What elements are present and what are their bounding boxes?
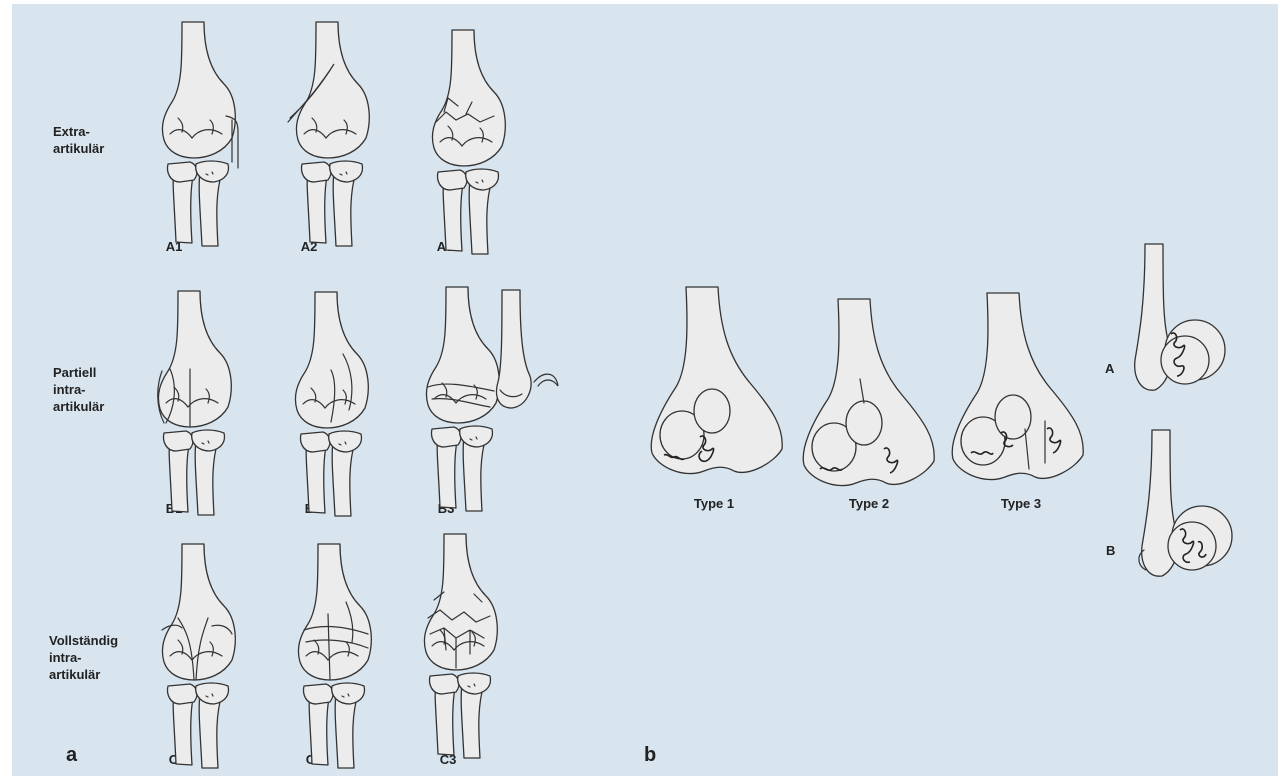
ulna-bone bbox=[332, 442, 355, 516]
capitellum-fragment bbox=[534, 374, 558, 386]
humerus bbox=[298, 544, 371, 680]
panel-letter-b: b bbox=[644, 747, 656, 764]
radius-bone bbox=[307, 172, 328, 243]
radius-bone bbox=[443, 180, 464, 251]
row-label-line: Extra- bbox=[53, 123, 104, 140]
elbow-illustration-b2 bbox=[285, 292, 385, 522]
distal-humerus-type-2 bbox=[800, 299, 940, 499]
radial-head bbox=[302, 162, 331, 182]
humerus bbox=[426, 287, 499, 423]
row-label-partial-intra-articular: Partiell intra- artikulär bbox=[53, 364, 104, 415]
ulna-bone bbox=[463, 437, 486, 511]
row-label-complete-intra-articular: Vollständig intra- artikulär bbox=[49, 632, 118, 683]
lateral-view-label-a: A bbox=[1105, 360, 1114, 377]
lateral-illustration-b3 bbox=[490, 290, 570, 420]
ulna-bone bbox=[469, 180, 492, 254]
humerus bbox=[424, 534, 497, 670]
type-label-3: Type 3 bbox=[986, 495, 1056, 512]
radial-head bbox=[301, 432, 330, 452]
radial-head bbox=[168, 162, 197, 182]
radius-bone bbox=[309, 694, 330, 765]
row-label-extra-articular: Extra- artikulär bbox=[53, 123, 104, 157]
radius-bone bbox=[306, 442, 327, 513]
radial-head bbox=[430, 674, 459, 694]
elbow-illustration-c3 bbox=[414, 534, 514, 764]
distal-humerus-type-3 bbox=[949, 293, 1089, 493]
humerus bbox=[158, 291, 231, 427]
radius-bone bbox=[435, 684, 456, 755]
row-label-line: Partiell bbox=[53, 364, 104, 381]
lateral-view-label-b: B bbox=[1106, 542, 1115, 559]
distal-humerus-type-1 bbox=[648, 287, 788, 487]
humerus bbox=[162, 22, 235, 158]
elbow-illustration-c2 bbox=[288, 544, 388, 774]
ulna-bone bbox=[461, 684, 484, 758]
radius-bone bbox=[173, 694, 194, 765]
trochlea-fragment bbox=[1161, 336, 1209, 384]
radial-head bbox=[432, 427, 461, 447]
ulna-bone bbox=[335, 694, 358, 768]
radial-head bbox=[438, 170, 467, 190]
ulna-bone bbox=[199, 694, 222, 768]
row-label-line: intra- bbox=[53, 381, 104, 398]
panel-letter-a: a bbox=[66, 747, 77, 764]
ulna-bone bbox=[333, 172, 356, 246]
lateral-view-a bbox=[1127, 244, 1237, 444]
ulna-bone bbox=[199, 172, 222, 246]
type-label-1: Type 1 bbox=[679, 495, 749, 512]
humerus bbox=[295, 292, 368, 428]
humerus bbox=[162, 544, 235, 680]
radius-bone bbox=[437, 437, 458, 508]
radial-head bbox=[164, 431, 193, 451]
elbow-illustration-c1 bbox=[152, 544, 252, 774]
trochlea bbox=[846, 401, 882, 445]
elbow-illustration-a3 bbox=[422, 30, 522, 260]
row-label-line: artikulär bbox=[53, 140, 104, 157]
radial-head bbox=[304, 684, 333, 704]
radius-bone bbox=[169, 441, 190, 512]
ulna-bone bbox=[195, 441, 218, 515]
row-label-line: Vollständig bbox=[49, 632, 118, 649]
elbow-illustration-b1 bbox=[148, 291, 248, 521]
elbow-illustration-a2 bbox=[286, 22, 386, 252]
radius-bone bbox=[173, 172, 194, 243]
humerus bbox=[432, 30, 505, 166]
row-label-line: artikulär bbox=[53, 398, 104, 415]
elbow-illustration-a1 bbox=[152, 22, 252, 252]
humerus bbox=[296, 22, 369, 158]
radial-head bbox=[168, 684, 197, 704]
humerus-lateral bbox=[497, 290, 531, 408]
row-label-line: intra- bbox=[49, 649, 118, 666]
figure-panel: Extra- artikulär Partiell intra- artikul… bbox=[12, 4, 1278, 776]
lateral-view-b bbox=[1134, 430, 1244, 630]
row-label-line: artikulär bbox=[49, 666, 118, 683]
trochlea bbox=[694, 389, 730, 433]
